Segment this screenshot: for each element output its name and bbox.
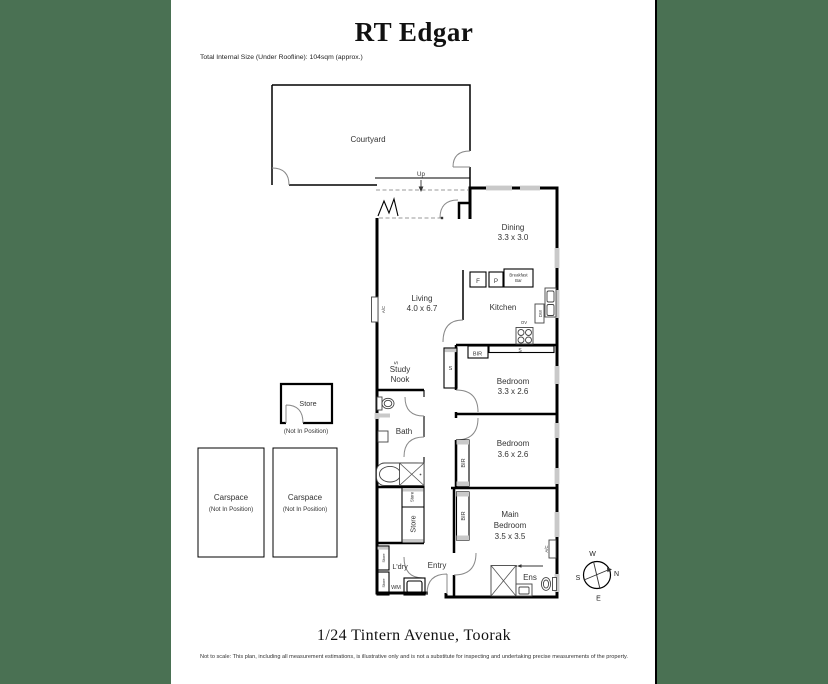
pantry-label: P: [494, 278, 498, 285]
compass-n: N: [614, 571, 619, 578]
carspace1-box: [197, 447, 265, 558]
toilet-icon: [540, 577, 557, 591]
bath-label: Bath: [396, 427, 412, 436]
up-label: Up: [417, 171, 425, 178]
carspace2-box: [272, 447, 338, 558]
store-nip-box: [279, 382, 334, 425]
ac-label: A/C: [544, 545, 549, 552]
ac-label: A/C: [381, 306, 386, 313]
main-bedroom-robe: [455, 491, 470, 541]
left-green-sidebar: [0, 0, 171, 684]
wm-label: WM: [391, 585, 401, 591]
carspace2-note: (Not In Position): [283, 506, 327, 513]
bath-fixtures: [376, 396, 425, 486]
carspace1-label: Carspace: [214, 493, 249, 502]
entry-label: Entry: [428, 561, 447, 570]
store-cupboards: [376, 488, 424, 596]
kitchen-fixtures: [467, 268, 557, 359]
toilet-icon: [376, 396, 395, 411]
shower-icon: [490, 565, 517, 597]
washing-machine-icon: [403, 577, 426, 596]
compass-s: S: [576, 575, 581, 582]
internal-size-note: Total Internal Size (Under Roofline): 10…: [200, 54, 363, 61]
ens-arrow-icon: [517, 564, 522, 568]
basin-icon: [515, 583, 533, 597]
bedroom2-dims: 3.6 x 2.6: [498, 450, 529, 459]
store-nip-note: (Not In Position): [284, 428, 328, 435]
right-green-sidebar: [655, 0, 828, 684]
fridge-label: F: [476, 278, 480, 285]
shelf-label: S: [394, 361, 400, 365]
main-bedroom-label-2: Bedroom: [494, 521, 527, 530]
compass-e: E: [596, 596, 601, 603]
bedroom1-label: Bedroom: [497, 377, 530, 386]
shelf-label: S: [449, 366, 453, 372]
sink-icon: [544, 287, 557, 318]
dishwasher-label: DW: [538, 309, 543, 317]
store-label: Store: [410, 491, 415, 502]
main-bedroom-dims: 3.5 x 3.5: [495, 532, 526, 541]
robe-label: BIR: [461, 511, 467, 520]
brand-title: RT Edgar: [355, 17, 474, 47]
address-title: 1/24 Tintern Avenue, Toorak: [317, 627, 511, 644]
bedroom2-robe: [455, 439, 470, 487]
courtyard-label: Courtyard: [350, 135, 385, 144]
vanity-icon: [377, 430, 389, 443]
disclaimer-text: Not to scale: This plan, including all m…: [200, 654, 628, 660]
carspace2-label: Carspace: [288, 493, 323, 502]
bedroom2-label: Bedroom: [497, 439, 530, 448]
ens-label: Ens: [523, 573, 537, 582]
breakfast-bar-label-1: Breakfast: [509, 273, 528, 278]
robe-label: BIR: [461, 458, 467, 467]
study-nook-label-1: Study: [390, 365, 410, 374]
cooktop-icon: [515, 327, 534, 345]
study-nook-label-2: Nook: [391, 375, 411, 384]
windows: [374, 185, 560, 592]
courtyard-outline: [271, 84, 471, 187]
store-label: Store: [382, 553, 386, 562]
compass-icon: W N S E: [576, 551, 619, 603]
living-dims: 4.0 x 6.7: [407, 304, 438, 313]
living-label: Living: [412, 294, 433, 303]
robe-label: BIR: [473, 352, 482, 358]
carspace1-note: (Not In Position): [209, 506, 253, 513]
bathtub-icon: [376, 462, 425, 486]
dining-label: Dining: [502, 223, 525, 232]
laundry-label: L'dry: [392, 562, 408, 571]
dining-dims: 3.3 x 3.0: [498, 233, 529, 242]
dishwasher-icon: [534, 303, 545, 324]
main-bedroom-label-1: Main: [501, 510, 518, 519]
bedroom1-dims: 3.3 x 2.6: [498, 387, 529, 396]
breakfast-bar-label-2: Bar: [515, 278, 522, 283]
up-arrow-icon: [418, 186, 424, 192]
kitchen-label: Kitchen: [490, 303, 517, 312]
living-room: A/C S: [371, 296, 400, 365]
compass-w: W: [589, 551, 596, 558]
ac-unit: [548, 539, 557, 559]
store-label: Store: [382, 578, 386, 587]
oven-label: OV: [521, 320, 527, 325]
stairs: [375, 177, 470, 220]
store-label: Store: [409, 515, 418, 532]
door-arcs: [403, 319, 479, 595]
store-nip-label: Store: [299, 399, 316, 408]
ensuite-fixtures: [490, 564, 557, 597]
shelf-label: S: [518, 348, 522, 354]
bedroom1-closet: [443, 347, 458, 389]
